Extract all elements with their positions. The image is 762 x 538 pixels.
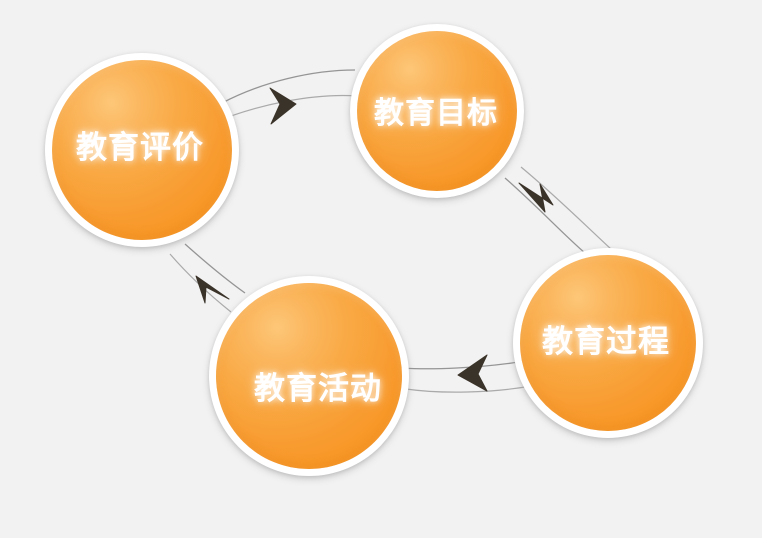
node-educational-process[interactable]: 教育过程 — [513, 248, 703, 438]
node-educational-evaluation[interactable]: 教育评价 — [45, 53, 239, 247]
node-label-activity: 教育活动 — [254, 370, 382, 407]
node-label-evaluation: 教育评价 — [76, 129, 204, 166]
node-fill — [52, 60, 232, 240]
connector-process-to-activity — [401, 354, 532, 393]
node-fill — [520, 255, 696, 431]
node-fill — [216, 283, 402, 469]
node-educational-activity[interactable]: 教育活动 — [209, 276, 409, 476]
node-label-goal: 教育目标 — [374, 96, 498, 131]
connector-activity-to-evaluation — [169, 243, 246, 313]
node-educational-goal[interactable]: 教育目标 — [350, 24, 524, 198]
connector-goal-to-process — [504, 166, 613, 254]
node-fill — [357, 31, 517, 191]
node-label-process: 教育过程 — [542, 323, 670, 360]
